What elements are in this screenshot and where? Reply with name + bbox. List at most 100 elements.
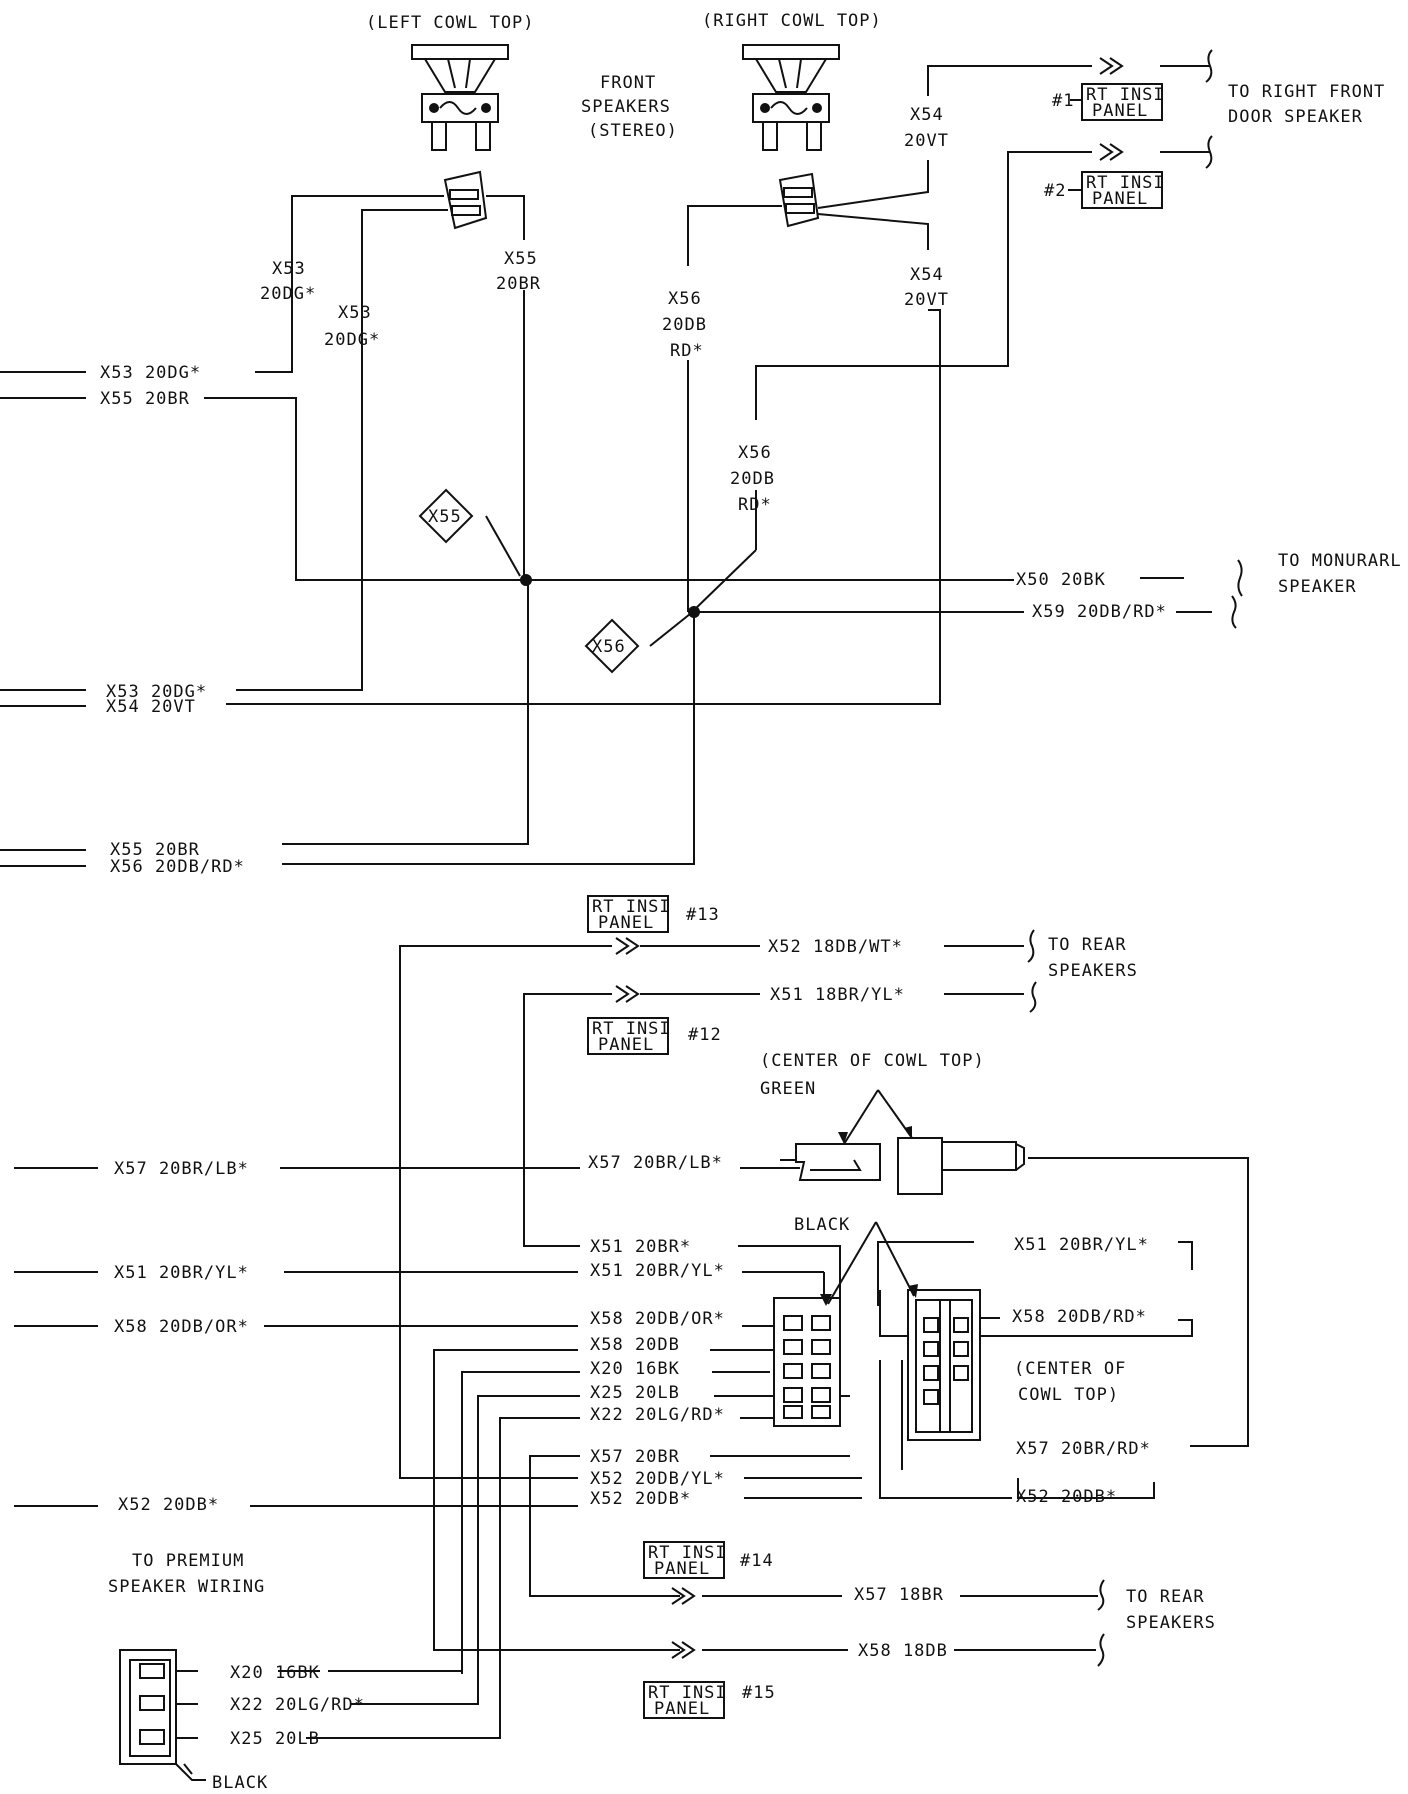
wire-label: X59 20DB/RD* [1032,602,1167,622]
black-connector-right-icon [875,1221,981,1441]
wire-label: X22 20LG/RD* [590,1405,725,1425]
splice-x55: X55 [418,488,532,586]
wire-label: X55 20BR [110,840,200,860]
wire-label: 20DB [662,315,707,335]
svg-text:X56: X56 [592,637,626,657]
wire-label: X58 20DB/OR* [590,1309,725,1329]
wire-label: X50 20BK [1016,570,1106,590]
wire-label: X51 20BR* [590,1237,691,1257]
right-cowl-label: (RIGHT COWL TOP) [702,11,882,31]
to-rear-label-2: SPEAKERS [1048,961,1138,981]
right-speaker-icon [742,44,840,151]
wire-label: X56 [738,443,772,463]
wire-label: X57 20BR [590,1447,680,1467]
svg-text:RT INSI: RT INSI [648,1543,727,1563]
wire-label: 20BR [496,274,541,294]
wire-label: X54 20VT [106,697,196,717]
svg-text:PANEL: PANEL [1092,189,1148,209]
svg-text:#1: #1 [1052,91,1074,111]
wire-label: X54 [910,265,944,285]
green-label: GREEN [760,1079,816,1099]
svg-text:PANEL: PANEL [1092,101,1148,121]
wire-label: X55 [504,249,538,269]
svg-text:#12: #12 [688,1025,722,1045]
rt-insi-panel-1: #1 RT INSI PANEL [1052,83,1165,121]
wire-label: X52 20DB/YL* [590,1469,725,1489]
svg-text:PANEL: PANEL [654,1699,710,1719]
premium-speaker-connector-icon [119,1649,206,1781]
wire-label: X53 [272,259,306,279]
svg-text:#14: #14 [740,1551,774,1571]
wire-label: X57 20BR/LB* [588,1153,723,1173]
wire-break-icon [1027,929,1105,1667]
premium-label-2: SPEAKER WIRING [108,1577,265,1597]
wire-label: X56 20DB/RD* [110,857,245,877]
svg-text:X55: X55 [428,507,462,527]
wire-label: X58 20DB/OR* [114,1317,249,1337]
svg-text:RT INSI: RT INSI [648,1683,727,1703]
wire-break-icon [1205,49,1243,629]
center-of-label-1: (CENTER OF [1014,1359,1126,1379]
svg-text:#15: #15 [742,1683,776,1703]
to-rear-label-3: TO REAR [1126,1587,1205,1607]
svg-text:RT INSI: RT INSI [1086,173,1165,193]
wire-label: RD* [738,495,772,515]
wire-label: X52 20DB* [1016,1487,1117,1507]
wire-label: X54 [910,105,944,125]
left-speaker-connector-icon [443,170,488,230]
svg-text:RT INSI: RT INSI [592,1019,671,1039]
to-monaural-label-2: SPEAKER [1278,577,1357,597]
center-of-label-2: COWL TOP) [1018,1385,1119,1405]
wire-label: X57 20BR/LB* [114,1159,249,1179]
wire-label: X53 [338,303,372,323]
to-right-front-label-1: TO RIGHT FRONT [1228,82,1385,102]
wire-label: 20VT [904,290,949,310]
svg-text:PANEL: PANEL [654,1559,710,1579]
arrow-icon [615,937,696,1659]
front-speakers-label-3: (STEREO) [588,121,678,141]
wire-label: X58 20DB [590,1335,680,1355]
rt-insi-panel-15: RT INSI PANEL #15 [643,1681,776,1719]
rt-insi-panel-12: RT INSI PANEL #12 [587,1017,722,1055]
svg-text:#13: #13 [686,905,720,925]
wire-label: X56 [668,289,702,309]
to-monaural-label-1: TO MONURARL [1278,551,1402,571]
wire-label: X51 20BR/YL* [590,1261,725,1281]
wire-label: X22 20LG/RD* [230,1695,365,1715]
svg-text:#2: #2 [1044,181,1066,201]
wire-label: X58 20DB/RD* [1012,1307,1147,1327]
wire-label: X20 16BK [230,1663,320,1683]
right-speaker-connector-icon [778,172,820,228]
wire-label: X20 16BK [590,1359,680,1379]
wire-label: X25 20LB [590,1383,680,1403]
svg-text:PANEL: PANEL [598,913,654,933]
bottom-wiring-lines [14,945,1249,1739]
left-speaker-icon [411,44,509,151]
wire-label: 20DG* [260,284,316,304]
left-cowl-label: (LEFT COWL TOP) [366,13,535,33]
arrow-icon [1099,57,1124,161]
top-wiring-lines [0,65,1212,867]
black-connector-left-icon [773,1221,877,1427]
premium-label-1: TO PREMIUM [132,1551,244,1571]
wire-label: X52 20DB* [590,1489,691,1509]
front-speakers-label-2: SPEAKERS [581,97,671,117]
to-right-front-label-2: DOOR SPEAKER [1228,107,1363,127]
svg-text:RT INSI: RT INSI [1086,85,1165,105]
svg-text:RT INSI: RT INSI [592,897,671,917]
to-rear-label-4: SPEAKERS [1126,1613,1216,1633]
wire-label: 20DB [730,469,775,489]
wire-label: X51 20BR/YL* [1014,1235,1149,1255]
wire-label: X53 20DG* [106,682,207,702]
wire-label: X52 18DB/WT* [768,937,903,957]
wire-label: 20VT [904,131,949,151]
wire-label: 20DG* [324,330,380,350]
wire-label: X25 20LB [230,1729,320,1749]
splice-x56: X56 [584,606,700,674]
wire-label: X57 18BR [854,1585,944,1605]
wire-label: X55 20BR [100,389,190,409]
center-cowl-label: (CENTER OF COWL TOP) [760,1051,985,1071]
wire-label: X57 20BR/RD* [1016,1439,1151,1459]
black-label-top: BLACK [794,1215,850,1235]
